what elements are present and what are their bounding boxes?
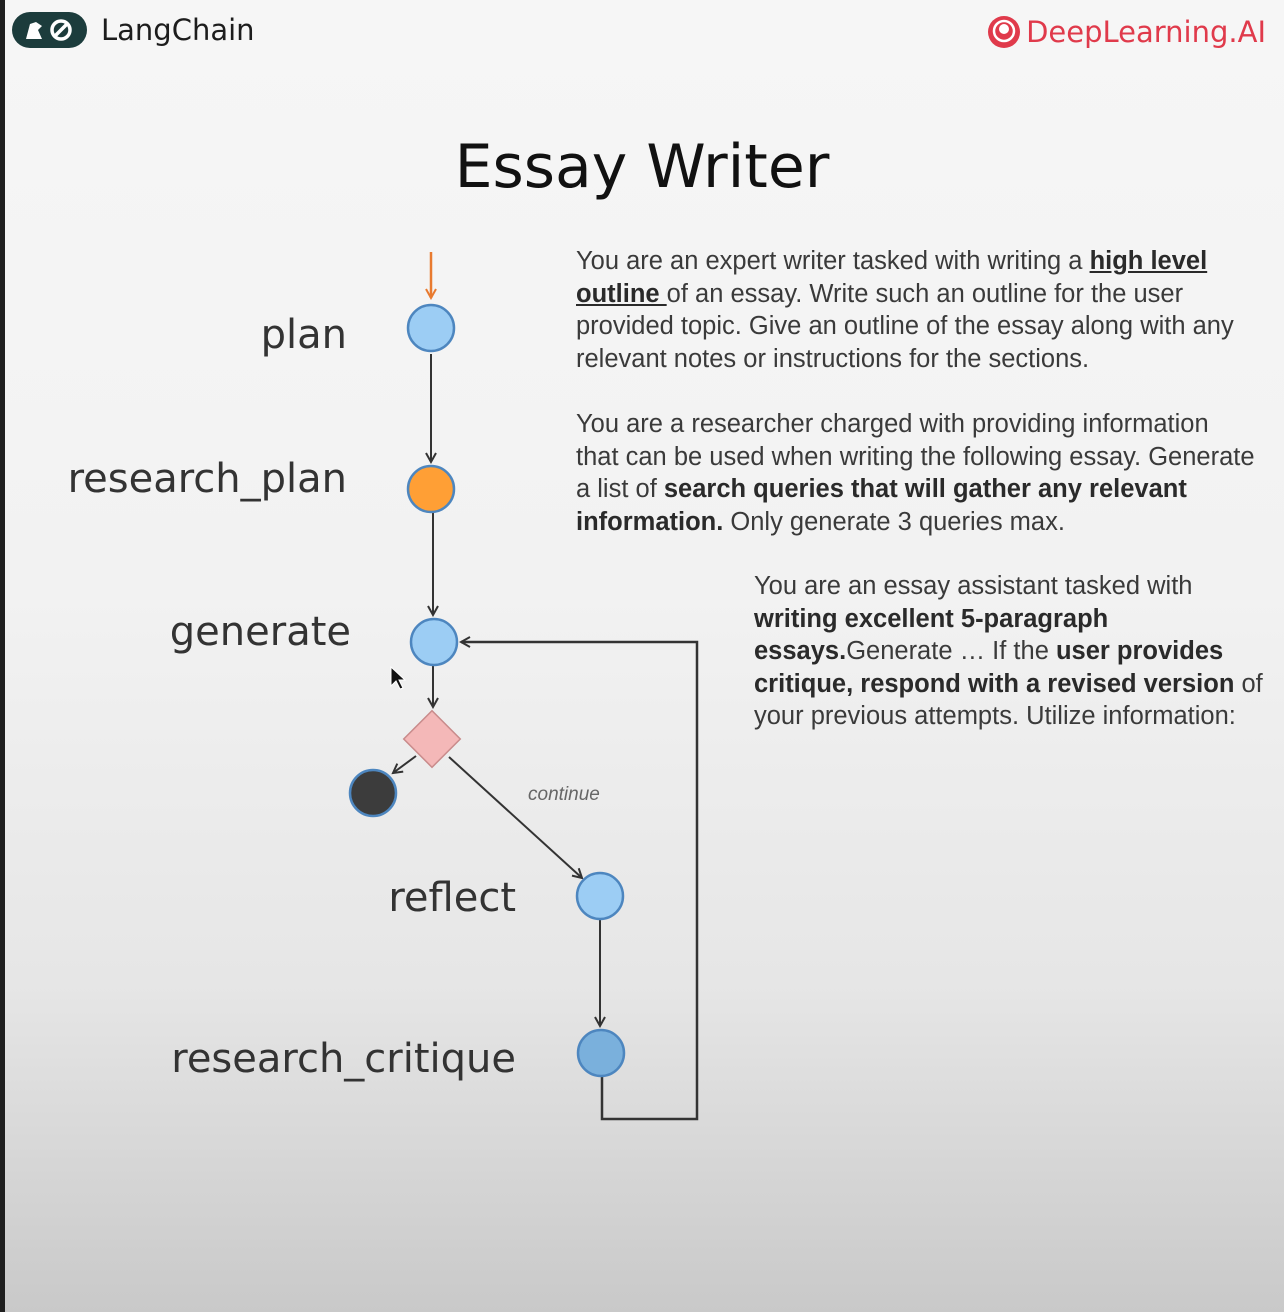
mouse-cursor-icon	[390, 665, 407, 690]
label-continue: continue	[528, 784, 600, 805]
label-generate: generate	[170, 609, 351, 655]
deeplearning-wordmark: DeepLearning.AI	[1026, 15, 1266, 49]
node-reflect	[575, 871, 625, 921]
edge-research-critique-to-generate	[461, 642, 699, 1121]
node-decision	[402, 709, 462, 769]
langchain-mark-icon	[12, 12, 87, 48]
research-prompt: You are a researcher charged with provid…	[576, 410, 1255, 536]
plan-prompt: You are an expert writer tasked with wri…	[576, 247, 1234, 373]
node-generate	[409, 617, 459, 667]
edge-decision-to-end	[393, 755, 417, 773]
langchain-wordmark: LangChain	[101, 13, 255, 47]
left-frame-edge	[0, 0, 5, 1312]
deeplearning-mark-icon	[988, 16, 1021, 48]
label-reflect: reflect	[388, 875, 516, 921]
label-research-plan: research_plan	[68, 456, 347, 502]
node-plan	[406, 303, 456, 353]
node-research-critique	[576, 1028, 626, 1078]
generate-prompt: You are an essay assistant tasked with w…	[754, 572, 1263, 730]
deeplearning-logo: DeepLearning.AI	[986, 14, 1266, 50]
node-research-plan	[406, 464, 456, 514]
label-research-critique: research_critique	[171, 1036, 516, 1082]
edge-decision-to-reflect	[448, 756, 582, 878]
label-plan: plan	[261, 312, 347, 358]
page-title: Essay Writer	[454, 132, 830, 202]
langchain-logo: LangChain	[12, 12, 255, 48]
node-end	[348, 768, 398, 818]
